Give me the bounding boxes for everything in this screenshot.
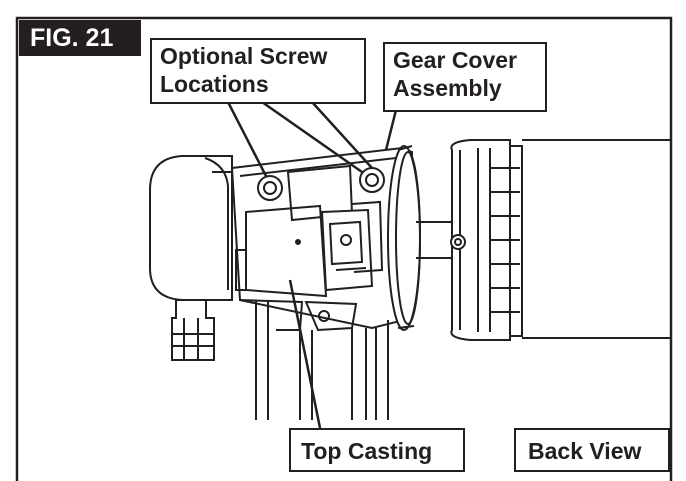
leader-screw-right-2	[311, 101, 373, 169]
figure-frame	[15, 16, 673, 481]
figure-number-tag: FIG. 21	[19, 20, 141, 56]
view-label: Back View	[514, 428, 670, 472]
callout-screw-line1: Optional Screw	[160, 43, 328, 69]
callout-optional-screw-locations: Optional Screw Locations	[150, 38, 366, 104]
callout-screw-line2: Locations	[160, 71, 269, 97]
leader-screw-right-1	[261, 100, 363, 174]
right-motor	[450, 139, 671, 341]
callout-top-casting: Top Casting	[289, 428, 465, 472]
callout-gear-line2: Assembly	[393, 75, 502, 101]
callout-gear-cover-assembly: Gear Cover Assembly	[383, 42, 547, 112]
gear-cover-ring	[387, 145, 421, 331]
callout-top-casting-text: Top Casting	[301, 438, 433, 464]
leader-top-casting	[288, 279, 322, 429]
shaft	[416, 221, 453, 259]
leader-screw-left	[226, 101, 268, 177]
figure-number-text: FIG. 21	[30, 24, 114, 52]
leader-gear-cover	[384, 109, 398, 151]
callout-gear-line1: Gear Cover	[393, 47, 518, 73]
view-label-text: Back View	[528, 438, 642, 464]
top-casting-body	[230, 146, 413, 420]
leader-lines	[226, 100, 398, 429]
motor-housing	[149, 155, 233, 361]
